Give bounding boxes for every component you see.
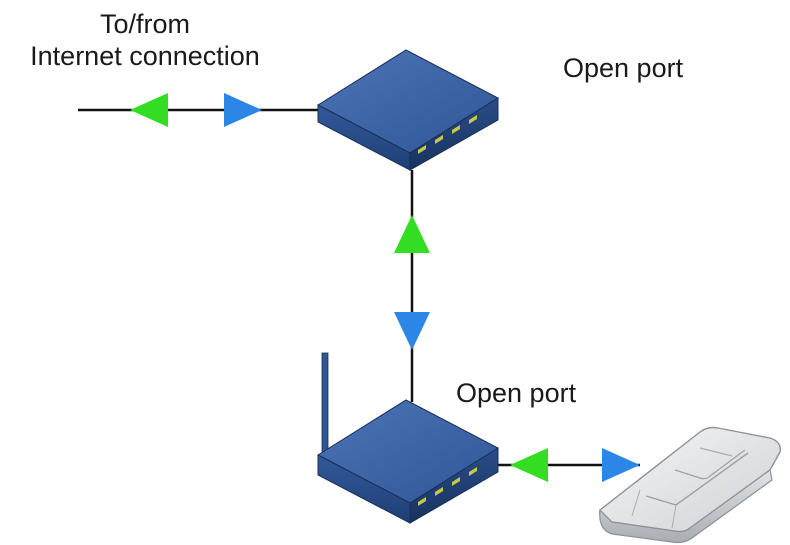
arrow-left-green-icon [510, 448, 548, 482]
internet-connection-label: To/from Internet connection [10, 8, 280, 72]
open-port-label-top: Open port [563, 52, 683, 84]
game-console-icon [600, 428, 781, 543]
arrow-down-blue-icon [394, 312, 430, 350]
arrow-left-green-icon [130, 93, 168, 127]
internet-label-line1: To/from [10, 8, 280, 40]
open-port-label-bottom: Open port [456, 377, 576, 409]
arrow-right-blue-icon [602, 448, 640, 482]
internet-label-line2: Internet connection [10, 40, 280, 72]
modem-router-icon [318, 50, 498, 170]
antenna-icon [322, 353, 328, 453]
arrow-right-blue-icon [224, 93, 262, 127]
arrow-up-green-icon [394, 215, 430, 253]
